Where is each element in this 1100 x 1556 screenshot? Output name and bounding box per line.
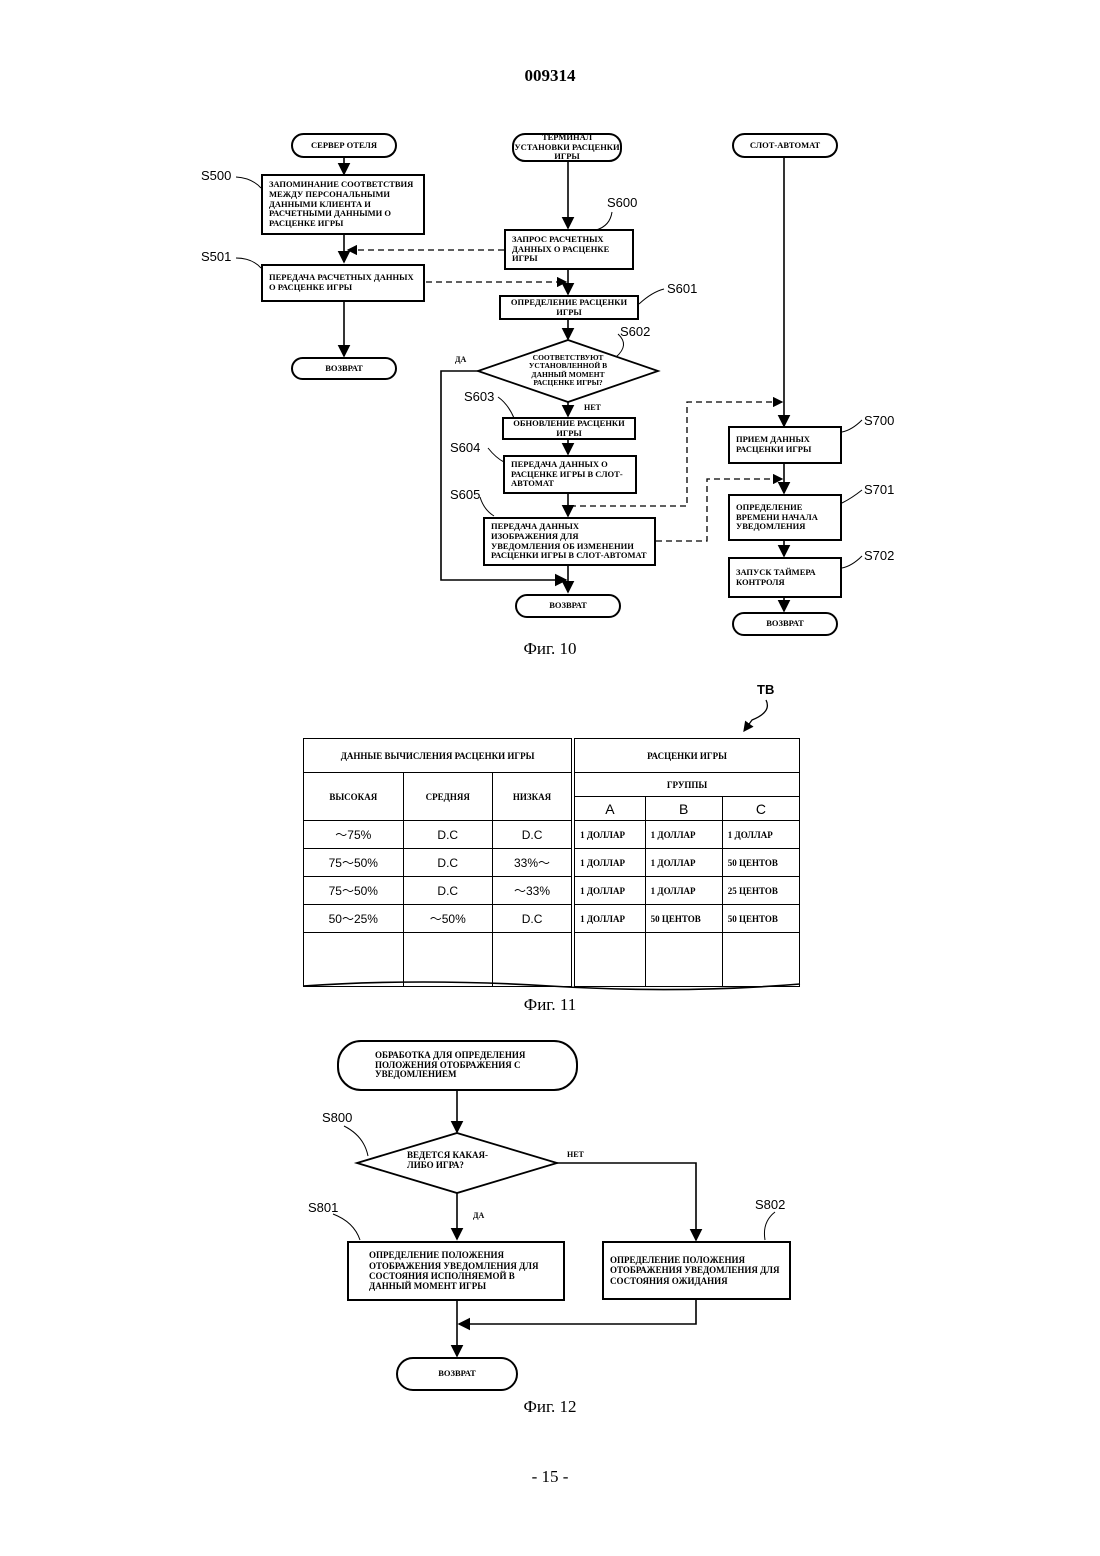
table-cell: D.C — [492, 905, 573, 933]
table-cell: ～50% — [403, 905, 492, 933]
step-s501-box: ПЕРЕДАЧА РАСЧЕТНЫХ ДАННЫХ О РАСЦЕНКЕ ИГР… — [261, 264, 425, 302]
no-label-s800: НЕТ — [567, 1150, 584, 1159]
step-s702-box: ЗАПУСК ТАЙМЕРА КОНТРОЛЯ — [728, 557, 842, 598]
return-fig12: ВОЗВРАТ — [396, 1357, 518, 1391]
table-cell: 50 ЦЕНТОВ — [722, 905, 799, 933]
step-label-s702: S702 — [864, 548, 894, 563]
start-terminal: ТЕРМИНАЛ УСТАНОВКИ РАСЦЕНКИ ИГРЫ — [512, 133, 622, 162]
table-head-right: РАСЦЕНКИ ИГРЫ — [573, 739, 799, 773]
table-cell: 33%～ — [492, 849, 573, 877]
step-label-s601: S601 — [667, 281, 697, 296]
table-cell: 1 ДОЛЛАР — [573, 821, 645, 849]
col-low: НИЗКАЯ — [492, 773, 573, 821]
table-cell: D.C — [403, 877, 492, 905]
start-hotel-server: СЕРВЕР ОТЕЛЯ — [291, 133, 397, 158]
step-label-s600: S600 — [607, 195, 637, 210]
step-s604-box: ПЕРЕДАЧА ДАННЫХ О РАСЦЕНКЕ ИГРЫ В СЛОТ-А… — [503, 455, 637, 494]
table-cell: ～75% — [304, 821, 404, 849]
table-cell: D.C — [492, 821, 573, 849]
step-s700-box: ПРИЕМ ДАННЫХ РАСЦЕНКИ ИГРЫ — [728, 426, 842, 464]
yes-label-s800: ДА — [473, 1211, 484, 1220]
table-row-empty — [304, 933, 800, 987]
start-fig12: ОБРАБОТКА ДЛЯ ОПРЕДЕЛЕНИЯ ПОЛОЖЕНИЯ ОТОБ… — [337, 1040, 578, 1091]
table-cell: 50 ЦЕНТОВ — [722, 849, 799, 877]
table-cell: D.C — [403, 849, 492, 877]
table-row: 50～25% ～50% D.C 1 ДОЛЛАР 50 ЦЕНТОВ 50 ЦЕ… — [304, 905, 800, 933]
yes-label-s602: ДА — [455, 355, 466, 364]
step-label-s602: S602 — [620, 324, 650, 339]
table-row: ～75% D.C D.C 1 ДОЛЛАР 1 ДОЛЛАР 1 ДОЛЛАР — [304, 821, 800, 849]
table-cell: 50 ЦЕНТОВ — [645, 905, 722, 933]
step-s801-box: ОПРЕДЕЛЕНИЕ ПОЛОЖЕНИЯ ОТОБРАЖЕНИЯ УВЕДОМ… — [347, 1241, 565, 1301]
step-s603-box: ОБНОВЛЕНИЕ РАСЦЕНКИ ИГРЫ — [502, 417, 636, 440]
table-cell: D.C — [403, 821, 492, 849]
table-cell: 75～50% — [304, 849, 404, 877]
caption-fig12: Фиг. 12 — [450, 1397, 650, 1417]
start-slot-machine: СЛОТ-АВТОМАТ — [732, 133, 838, 158]
table-cell: 1 ДОЛЛАР — [645, 821, 722, 849]
no-label-s602: НЕТ — [584, 403, 601, 412]
step-s701-box: ОПРЕДЕЛЕНИЕ ВРЕМЕНИ НАЧАЛА УВЕДОМЛЕНИЯ — [728, 494, 842, 541]
table-row: 75～50% D.C 33%～ 1 ДОЛЛАР 1 ДОЛЛАР 50 ЦЕН… — [304, 849, 800, 877]
step-s802-box: ОПРЕДЕЛЕНИЕ ПОЛОЖЕНИЯ ОТОБРАЖЕНИЯ УВЕДОМ… — [602, 1241, 791, 1300]
rate-table: ДАННЫЕ ВЫЧИСЛЕНИЯ РАСЦЕНКИ ИГРЫ РАСЦЕНКИ… — [303, 738, 800, 987]
decision-s602-text: СООТВЕТСТВУЮТ УСТАНОВЛЕННОЙ В ДАННЫЙ МОМ… — [520, 354, 616, 387]
table-cell: 25 ЦЕНТОВ — [722, 877, 799, 905]
table-ref-tb: TB — [757, 682, 774, 697]
col-groups: ГРУППЫ — [573, 773, 799, 797]
col-group-a: A — [573, 797, 645, 821]
col-group-b: B — [645, 797, 722, 821]
step-label-s604: S604 — [450, 440, 480, 455]
caption-fig11: Фиг. 11 — [450, 995, 650, 1015]
step-label-s700: S700 — [864, 413, 894, 428]
step-s600-box: ЗАПРОС РАСЧЕТНЫХ ДАННЫХ О РАСЦЕНКЕ ИГРЫ — [504, 229, 634, 270]
col-group-c: C — [722, 797, 799, 821]
decision-s800-text: ВЕДЕТСЯ КАКАЯ-ЛИБО ИГРА? — [407, 1151, 507, 1171]
step-label-s800: S800 — [322, 1110, 352, 1125]
step-s500-box: ЗАПОМИНАНИЕ СООТВЕТСТВИЯ МЕЖДУ ПЕРСОНАЛЬ… — [261, 174, 425, 235]
step-label-s500: S500 — [201, 168, 231, 183]
table-cell: 1 ДОЛЛАР — [573, 905, 645, 933]
table-cell: 75～50% — [304, 877, 404, 905]
table-cell: 50～25% — [304, 905, 404, 933]
table-cell: ～33% — [492, 877, 573, 905]
step-label-s801: S801 — [308, 1200, 338, 1215]
table-head-left: ДАННЫЕ ВЫЧИСЛЕНИЯ РАСЦЕНКИ ИГРЫ — [304, 739, 574, 773]
return-hotel: ВОЗВРАТ — [291, 357, 397, 380]
step-s601-box: ОПРЕДЕЛЕНИЕ РАСЦЕНКИ ИГРЫ — [499, 295, 639, 320]
col-mid: СРЕДНЯЯ — [403, 773, 492, 821]
table-cell: 1 ДОЛЛАР — [573, 849, 645, 877]
step-label-s501: S501 — [201, 249, 231, 264]
step-label-s802: S802 — [755, 1197, 785, 1212]
table-cell: 1 ДОЛЛАР — [645, 877, 722, 905]
page-number: - 15 - — [0, 1467, 1100, 1487]
table-row: 75～50% D.C ～33% 1 ДОЛЛАР 1 ДОЛЛАР 25 ЦЕН… — [304, 877, 800, 905]
caption-fig10: Фиг. 10 — [450, 639, 650, 659]
step-s605-box: ПЕРЕДАЧА ДАННЫХ ИЗОБРАЖЕНИЯ ДЛЯ УВЕДОМЛЕ… — [483, 517, 656, 566]
table-cell: 1 ДОЛЛАР — [645, 849, 722, 877]
col-high: ВЫСОКАЯ — [304, 773, 404, 821]
step-label-s605: S605 — [450, 487, 480, 502]
step-label-s603: S603 — [464, 389, 494, 404]
step-label-s701: S701 — [864, 482, 894, 497]
table-cell: 1 ДОЛЛАР — [722, 821, 799, 849]
return-terminal: ВОЗВРАТ — [515, 594, 621, 618]
table-cell: 1 ДОЛЛАР — [573, 877, 645, 905]
return-slot: ВОЗВРАТ — [732, 612, 838, 636]
